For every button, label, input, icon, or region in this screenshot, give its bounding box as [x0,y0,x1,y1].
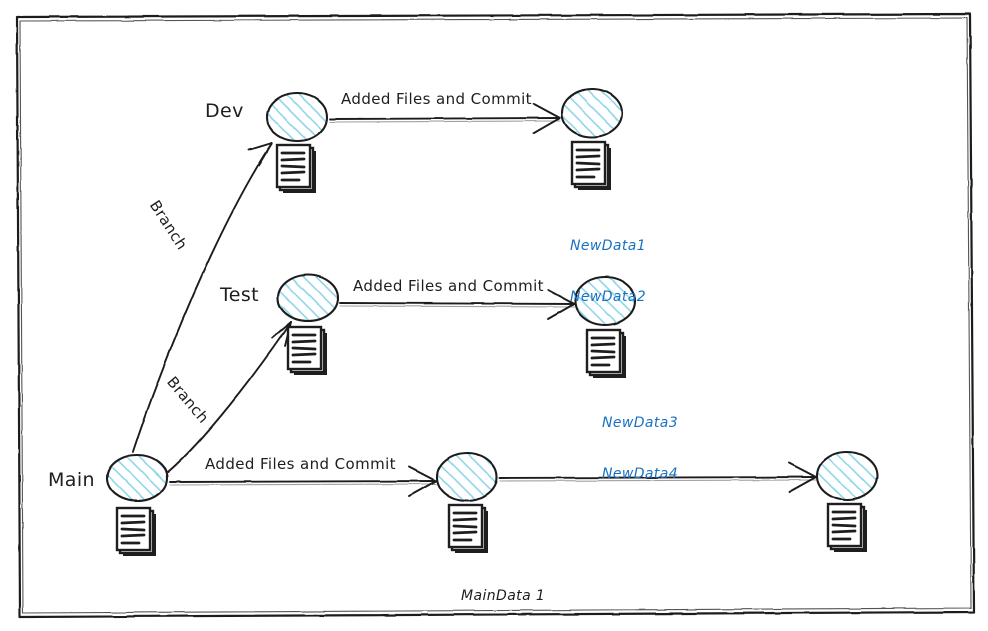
file-stack-icon [570,140,611,190]
node-dev-head[interactable] [265,91,329,143]
file-stack-icon [585,328,626,378]
data-label-line: NewData1 [570,238,647,255]
file-stack-icon [826,502,867,552]
edge-main-continue [499,462,817,493]
data-label-line: MainData 1 [461,588,546,605]
edge-label-main-commit: Added Files and Commit [205,455,396,473]
node-test-head[interactable] [276,273,340,323]
file-stack-icon [447,503,488,553]
data-label-dev: NewData1 NewData2 [570,204,646,341]
data-label-line: NewData3 [602,415,679,432]
file-stack-icon [286,325,327,375]
edge-dev-commit [329,103,561,134]
node-main-head[interactable] [105,453,169,503]
edge-label-test-commit: Added Files and Commit [353,277,544,295]
data-label-line: NewData2 [570,289,647,306]
node-main-commit-1[interactable] [435,451,499,503]
node-dev-commit-1[interactable] [560,87,624,139]
branch-label-main: Main [48,469,95,491]
branch-label-test: Test [220,284,260,306]
diagram-frame [15,12,976,619]
node-test-commit-1[interactable] [573,275,637,327]
edge-test-commit [339,289,575,320]
file-stack-icon [115,506,156,556]
branch-label-dev: Dev [205,100,244,122]
data-label-main: MainData 1 MainData 2 [461,554,545,631]
edge-main-commit [169,466,437,497]
data-label-test: NewData3 NewData4 [602,381,678,518]
edge-main-to-dev [132,142,273,453]
file-stack-icon [275,143,316,193]
data-label-line: NewData4 [602,466,679,483]
edge-label-dev-commit: Added Files and Commit [341,90,532,108]
node-main-commit-2[interactable] [815,450,879,502]
